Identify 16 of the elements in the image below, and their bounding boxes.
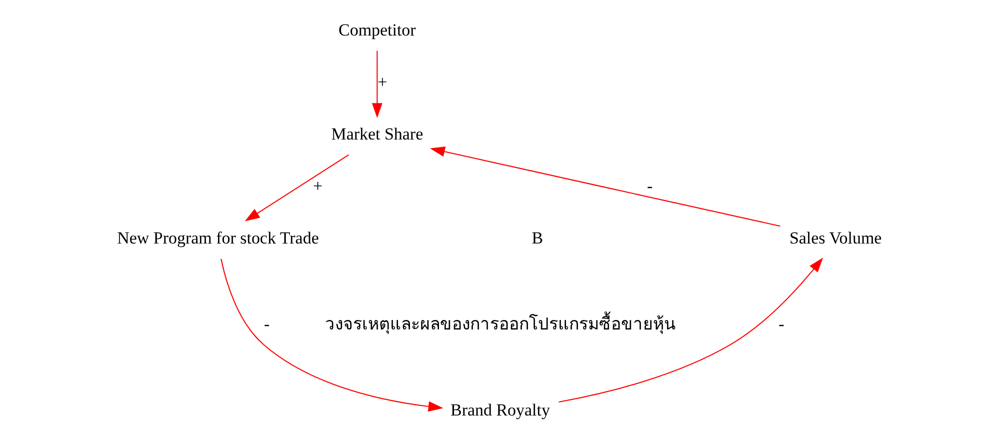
node-text: New Program for stock Trade bbox=[117, 228, 319, 248]
arrow bbox=[372, 50, 382, 118]
node-text: Market Share bbox=[331, 124, 424, 144]
edge-label: - bbox=[647, 176, 653, 196]
node-text: Competitor bbox=[338, 20, 416, 40]
node-text: Brand Royalty bbox=[450, 400, 550, 420]
edge-label: - bbox=[264, 314, 270, 334]
node-text: Sales Volume bbox=[789, 228, 882, 248]
arrow bbox=[430, 146, 780, 227]
edge-label: + bbox=[378, 72, 388, 92]
edge-label: - bbox=[778, 314, 784, 334]
arrow bbox=[244, 154, 349, 222]
label: B bbox=[532, 228, 544, 248]
edge-label: + bbox=[312, 176, 323, 196]
arrow bbox=[220, 258, 444, 412]
arrow bbox=[558, 258, 824, 402]
